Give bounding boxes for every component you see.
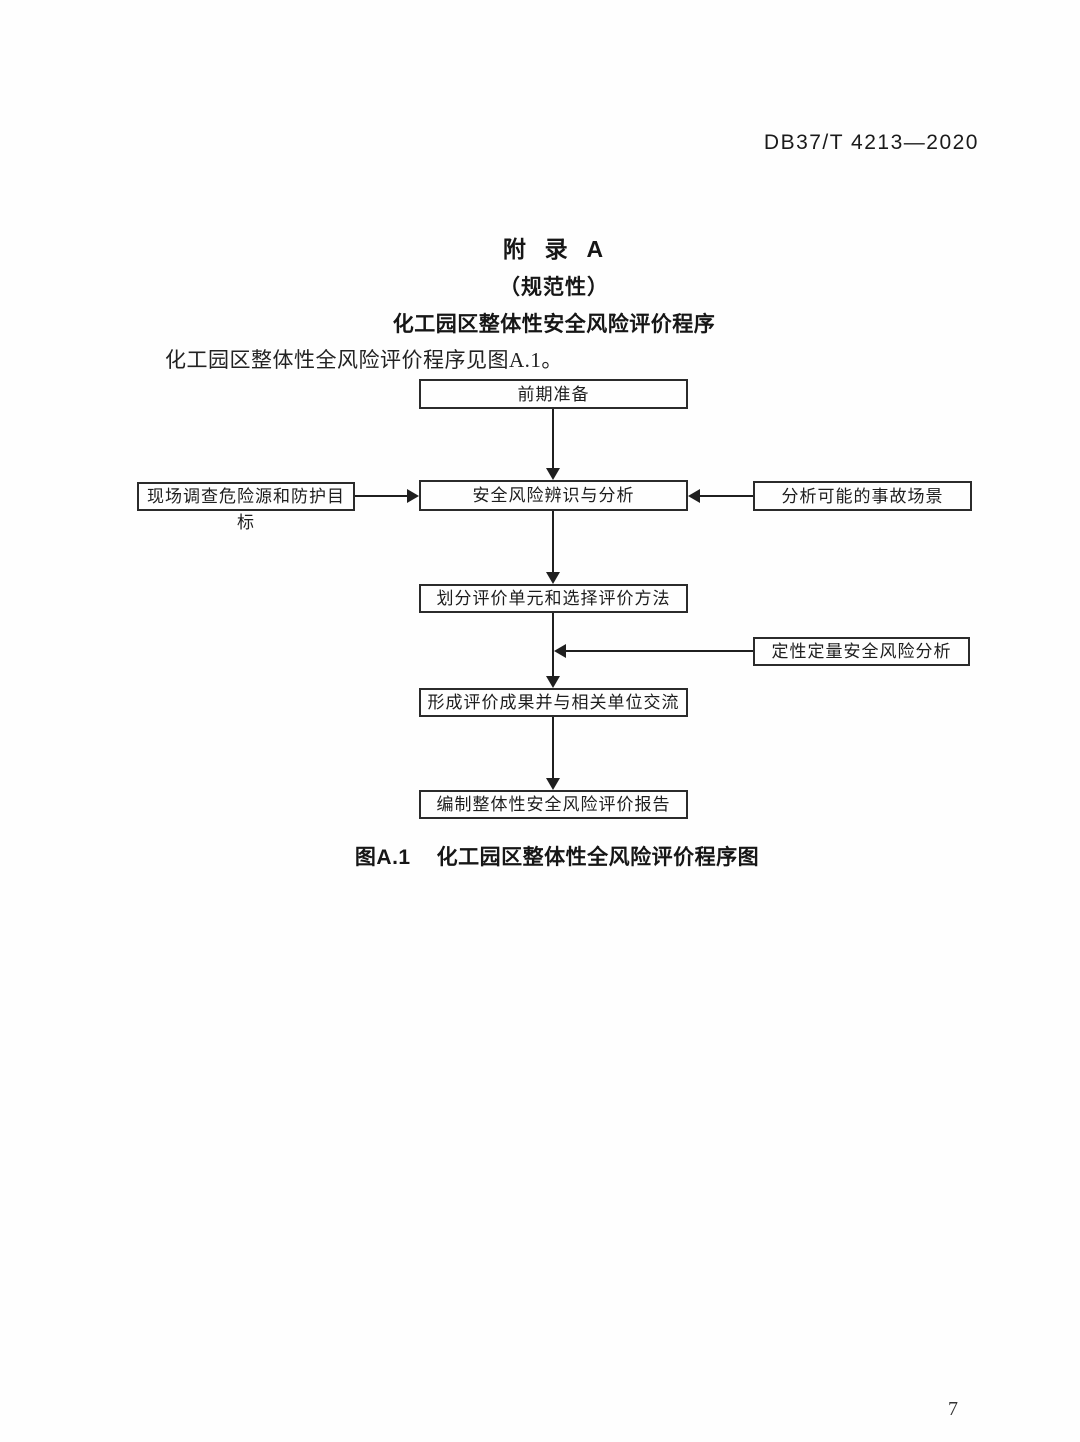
flowchart-box-form-results: 形成评价成果并与相关单位交流 xyxy=(419,688,688,717)
flowchart-figure: 前期准备 安全风险辨识与分析 现场调查危险源和防护目标 分析可能的事故场景 划分… xyxy=(137,379,972,819)
appendix-title-block: 附 录 A （规范性） 化工园区整体性安全风险评价程序 xyxy=(28,230,1080,338)
figure-caption: 图A.1 化工园区整体性全风险评价程序图 xyxy=(34,841,1080,871)
arrow-down-icon xyxy=(546,778,560,790)
connector-line xyxy=(552,409,554,469)
figure-caption-label: 图A.1 xyxy=(354,846,411,869)
arrow-left-icon xyxy=(554,644,566,658)
connector-line xyxy=(552,717,554,778)
connector-line xyxy=(355,495,408,497)
flowchart-box-qual-quant-analysis: 定性定量安全风险分析 xyxy=(753,637,970,666)
connector-line xyxy=(699,495,753,497)
page-number: 7 xyxy=(948,1398,958,1420)
connector-line xyxy=(552,613,554,677)
arrow-down-icon xyxy=(546,572,560,584)
flowchart-box-divide-units: 划分评价单元和选择评价方法 xyxy=(419,584,688,613)
arrow-left-icon xyxy=(688,489,700,503)
intro-paragraph: 化工园区整体性全风险评价程序见图A.1。 xyxy=(165,348,563,372)
flowchart-box-preparation: 前期准备 xyxy=(419,379,688,409)
appendix-heading: 附 录 A xyxy=(502,236,606,262)
connector-line xyxy=(565,650,753,652)
connector-line xyxy=(552,511,554,573)
standard-code: DB37/T 4213—2020 xyxy=(763,131,979,154)
arrow-right-icon xyxy=(407,489,419,503)
figure-caption-text: 化工园区整体性全风险评价程序图 xyxy=(436,846,760,869)
arrow-down-icon xyxy=(546,468,560,480)
flowchart-box-site-survey: 现场调查危险源和防护目标 xyxy=(137,482,355,532)
flowchart-box-risk-identification: 安全风险辨识与分析 xyxy=(419,480,688,511)
normative-label: （规范性） xyxy=(499,276,609,299)
appendix-subtitle: 化工园区整体性安全风险评价程序 xyxy=(392,313,716,336)
flowchart-box-accident-scenarios: 分析可能的事故场景 xyxy=(753,481,972,511)
flowchart-box-compile-report: 编制整体性安全风险评价报告 xyxy=(419,790,688,819)
arrow-down-icon xyxy=(546,676,560,688)
